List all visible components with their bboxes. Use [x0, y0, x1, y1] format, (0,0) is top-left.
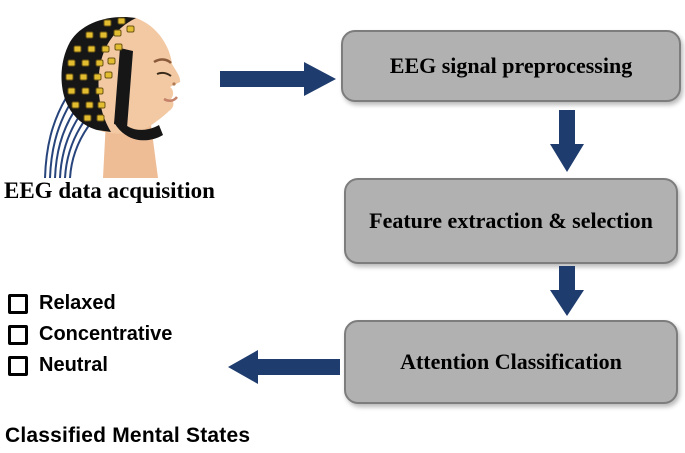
flow-box-preprocessing-label: EEG signal preprocessing: [389, 53, 633, 79]
state-item-relaxed: Relaxed: [8, 288, 172, 319]
side-strap: [114, 48, 133, 128]
state-label: Relaxed: [39, 292, 116, 314]
eeg-wires: [44, 97, 91, 179]
acquisition-label: EEG data acquisition: [4, 178, 215, 203]
flow-box-preprocessing: EEG signal preprocessing: [341, 30, 681, 102]
classified-mental-states-caption: Classified Mental States: [5, 424, 251, 447]
mental-states-list: Relaxed Concentrative Neutral: [8, 288, 172, 381]
checkbox-icon: [8, 355, 28, 376]
eyebrow: [153, 58, 172, 64]
eeg-cap-head-drawing: [44, 17, 181, 179]
flow-box-feature-extraction: Feature extraction & selection: [344, 178, 678, 264]
eeg-head-illustration: [8, 2, 213, 179]
state-label: Concentrative: [39, 323, 173, 345]
state-item-neutral: Neutral: [8, 350, 172, 381]
state-label: Neutral: [39, 354, 108, 376]
eye: [156, 71, 172, 77]
nostril: [172, 82, 176, 86]
flow-box-attention-classification-label: Attention Classification: [400, 349, 622, 375]
lips: [163, 96, 178, 102]
chin-strap: [114, 118, 163, 141]
checkbox-icon: [8, 324, 28, 345]
arrow-attention-to-states: [228, 350, 340, 384]
flow-box-feature-extraction-label: Feature extraction & selection: [369, 208, 653, 234]
flow-box-attention-classification: Attention Classification: [344, 320, 678, 404]
state-item-concentrative: Concentrative: [8, 319, 172, 350]
arrow-head-to-preprocessing: [220, 62, 336, 96]
electrodes: [65, 17, 135, 122]
arrow-preprocessing-to-feature: [550, 110, 584, 172]
arrow-feature-to-attention: [550, 266, 584, 316]
checkbox-icon: [8, 293, 28, 314]
